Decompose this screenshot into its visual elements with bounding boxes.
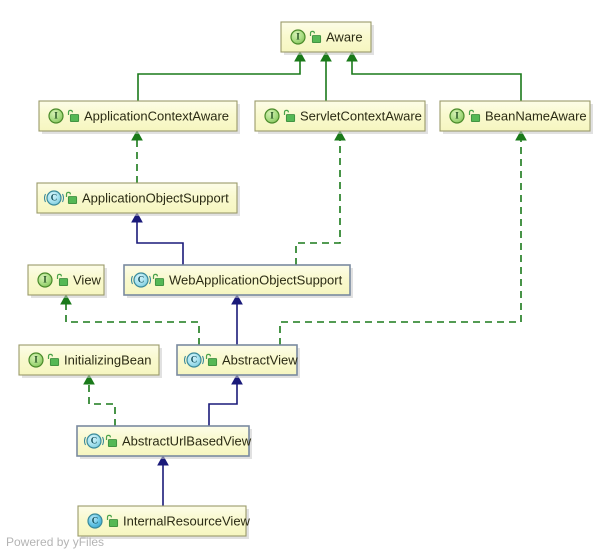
edge-generalization[interactable]	[157, 454, 169, 506]
arrowhead-triangle-icon	[131, 211, 143, 223]
public-unlocked-padlock-icon	[205, 353, 218, 367]
public-unlocked-padlock-icon	[67, 109, 80, 123]
edge-generalization-interface[interactable]	[320, 50, 332, 101]
edge-realization[interactable]	[279, 129, 527, 345]
edge-generalization[interactable]	[231, 293, 243, 345]
interface-icon: I	[37, 272, 53, 288]
public-unlocked-padlock-icon	[56, 273, 69, 287]
class-node-label: InitializingBean	[64, 352, 151, 367]
edge-generalization[interactable]	[208, 373, 243, 426]
arrowhead-triangle-icon	[131, 129, 143, 141]
class-node-internalresview[interactable]: C InternalResourceView	[77, 505, 251, 539]
svg-text:I: I	[54, 111, 58, 121]
class-node-abstractview[interactable]: C AbstractView	[176, 344, 300, 378]
class-node-view[interactable]: I View	[27, 264, 107, 298]
svg-text:C: C	[191, 355, 198, 365]
arrowhead-triangle-icon	[346, 50, 358, 62]
arrowhead-triangle-icon	[231, 293, 243, 305]
class-node-label: WebApplicationObjectSupport	[169, 272, 343, 287]
interface-icon: I	[264, 108, 280, 124]
edge-generalization[interactable]	[131, 211, 184, 265]
class-node-webappobjsupport[interactable]: C WebApplicationObjectSupport	[123, 264, 353, 298]
class-node-label: ServletContextAware	[300, 108, 422, 123]
class-node-label: AbstractUrlBasedView	[122, 433, 252, 448]
arrowhead-triangle-icon	[294, 50, 306, 62]
class-node-beannameaware[interactable]: I BeanNameAware	[439, 100, 593, 134]
interface-icon: I	[449, 108, 465, 124]
class-node-appobjsupport[interactable]: C ApplicationObjectSupport	[36, 182, 240, 216]
public-unlocked-padlock-icon	[152, 273, 165, 287]
arrowhead-triangle-icon	[60, 293, 72, 305]
svg-text:I: I	[43, 275, 47, 285]
edge-realization[interactable]	[60, 293, 200, 345]
edge-line	[351, 61, 522, 101]
class-icon: C	[83, 433, 105, 449]
class-node-label: ApplicationContextAware	[84, 108, 229, 123]
edge-line	[136, 222, 184, 265]
class-icon: C	[87, 513, 103, 529]
class-node-label: AbstractView	[222, 352, 298, 367]
class-node-appctxaware[interactable]: I ApplicationContextAware	[38, 100, 240, 134]
public-unlocked-padlock-icon	[105, 434, 118, 448]
edge-line	[65, 304, 200, 345]
class-icon: C	[43, 190, 65, 206]
svg-text:C: C	[138, 275, 145, 285]
class-node-label: InternalResourceView	[123, 513, 251, 528]
edge-realization[interactable]	[83, 373, 116, 426]
class-node-aware[interactable]: I Aware	[280, 21, 374, 55]
public-unlocked-padlock-icon	[106, 514, 119, 528]
edge-realization[interactable]	[131, 129, 143, 183]
edge-line	[295, 140, 341, 265]
svg-text:I: I	[34, 355, 38, 365]
arrowhead-triangle-icon	[231, 373, 243, 385]
edge-generalization-interface[interactable]	[137, 50, 306, 101]
edge-realization[interactable]	[295, 129, 346, 265]
edge-line	[279, 140, 522, 345]
public-unlocked-padlock-icon	[309, 30, 322, 44]
edge-line	[208, 384, 238, 426]
svg-text:C: C	[91, 436, 98, 446]
arrowhead-triangle-icon	[83, 373, 95, 385]
interface-icon: I	[48, 108, 64, 124]
svg-text:I: I	[455, 111, 459, 121]
edge-line	[88, 384, 116, 426]
arrowhead-triangle-icon	[334, 129, 346, 141]
arrowhead-triangle-icon	[515, 129, 527, 141]
class-node-label: Aware	[326, 29, 363, 44]
class-node-label: ApplicationObjectSupport	[82, 190, 229, 205]
svg-text:C: C	[92, 516, 99, 526]
svg-text:I: I	[270, 111, 274, 121]
svg-text:C: C	[51, 193, 58, 203]
class-node-initializingbean[interactable]: I InitializingBean	[18, 344, 162, 378]
class-node-label: BeanNameAware	[485, 108, 587, 123]
public-unlocked-padlock-icon	[283, 109, 296, 123]
edges-layer	[60, 50, 527, 506]
arrowhead-triangle-icon	[157, 454, 169, 466]
watermark-label: Powered by yFiles	[6, 535, 104, 549]
public-unlocked-padlock-icon	[468, 109, 481, 123]
arrowhead-triangle-icon	[320, 50, 332, 62]
class-node-absurlbasedview[interactable]: C AbstractUrlBasedView	[76, 425, 252, 459]
interface-icon: I	[290, 29, 306, 45]
interface-icon: I	[28, 352, 44, 368]
svg-text:I: I	[296, 32, 300, 42]
class-node-label: View	[73, 272, 102, 287]
class-icon: C	[183, 352, 205, 368]
class-icon: C	[130, 272, 152, 288]
public-unlocked-padlock-icon	[65, 191, 78, 205]
edge-generalization-interface[interactable]	[346, 50, 522, 101]
edge-line	[137, 61, 301, 101]
class-node-servletctxaware[interactable]: I ServletContextAware	[254, 100, 428, 134]
public-unlocked-padlock-icon	[47, 353, 60, 367]
